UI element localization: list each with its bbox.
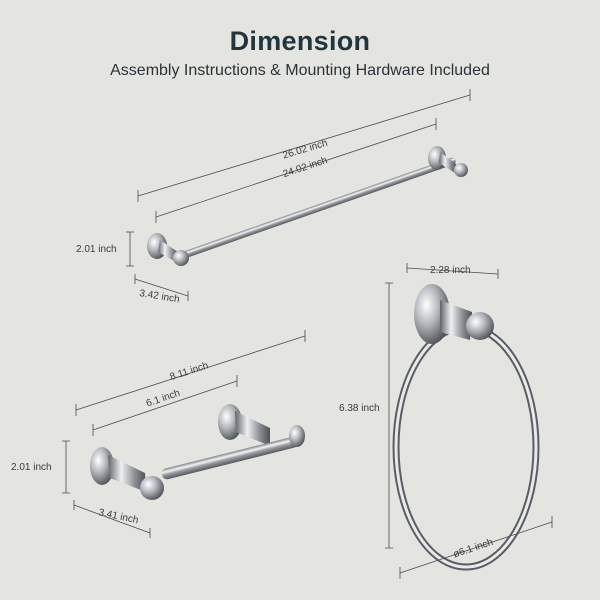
paper-holder-height-label: 2.01 inch [11,462,52,473]
towel-bar-left-post [147,233,189,266]
paper-holder: 8.11 inch 6.1 inch 2.01 inch 3.41 inch [11,330,306,538]
towel-bar: 26.02 inch 24.02 inch 2.01 inch 3.42 inc… [76,89,471,305]
paper-holder-left-post [90,447,164,500]
towel-ring-height-label: 6.38 inch [339,403,380,414]
paper-holder-overall-length-label: 8.11 inch [169,360,210,383]
towel-bar-rod [172,157,456,262]
towel-bar-height-label: 2.01 inch [76,244,117,255]
paper-holder-right-post [218,404,270,446]
towel-bar-depth-label: 3.42 inch [139,288,181,305]
towel-ring: 2.28 inch 6.38 inch ø6.1 inch [339,263,553,579]
towel-ring-mount [414,284,494,344]
page-subtitle: Assembly Instructions & Mounting Hardwar… [110,62,490,79]
paper-holder-depth-label: 3.41 inch [97,507,139,526]
paper-holder-spindle [161,436,299,480]
towel-ring-mount-width-label: 2.28 inch [430,265,471,276]
towel-bar-right-post [428,146,468,177]
page-title: Dimension [229,26,371,56]
